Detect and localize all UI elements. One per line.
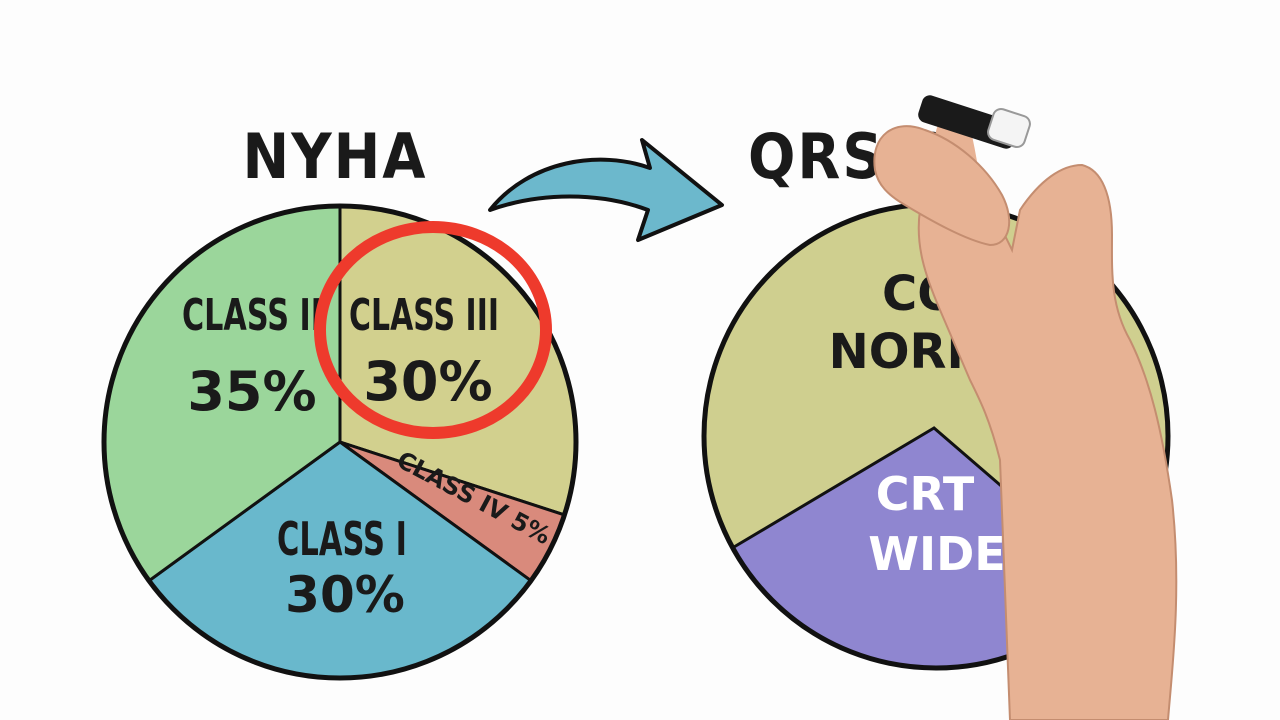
curved-arrow (488, 138, 724, 242)
finger-overlay (873, 125, 1011, 247)
marker-cap (987, 107, 1031, 149)
class-i-value: 30% (285, 566, 405, 624)
nyha-pie-outline (101, 203, 579, 681)
crt-label-2: WIDE (868, 527, 1005, 581)
crt-label-1: CRT (876, 467, 975, 521)
class-ii-label: CLASS II (182, 290, 322, 341)
hand-with-marker (873, 95, 1178, 720)
class-i-label: CLASS I (277, 512, 407, 566)
class-ii-value: 35% (187, 360, 316, 423)
class-iii-value: 30% (363, 350, 492, 413)
highlight-circle (314, 221, 552, 439)
class-iii-label: CLASS III (349, 290, 499, 341)
left-chart-title: NYHA (243, 120, 428, 193)
hand-shape (917, 163, 1178, 720)
